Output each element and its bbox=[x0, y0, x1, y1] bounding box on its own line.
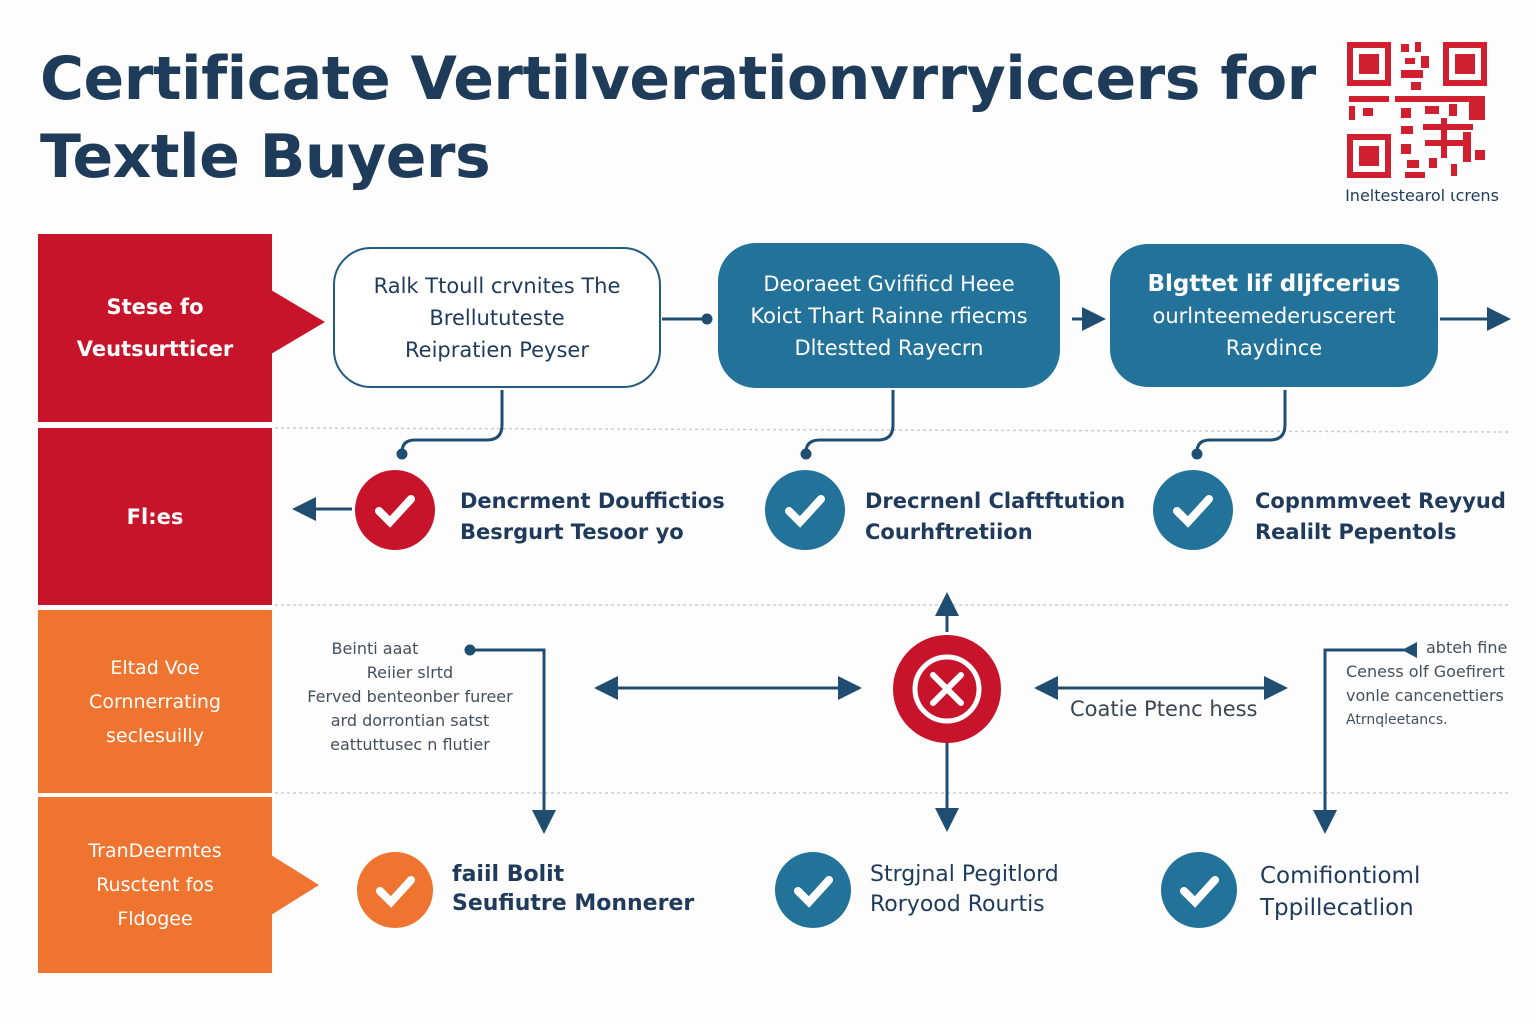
note-line: Beinti aaat bbox=[331, 639, 419, 658]
check-circle-icon bbox=[1161, 852, 1237, 928]
label-line: Courhftretiion bbox=[865, 520, 1033, 544]
label-line: Roryood Rourtis bbox=[870, 892, 1045, 917]
sidebar-stage-1: Stese fo Veutsurtticer bbox=[38, 234, 272, 422]
stage-text: Veutsurtticer bbox=[76, 337, 234, 361]
label-line: Seufiutre Monnerer bbox=[452, 891, 695, 916]
check-circle-icon bbox=[765, 470, 845, 550]
note-line: Ceness olf Goefirert bbox=[1346, 662, 1505, 681]
step-text: Deoraeet Gvifificd Heee bbox=[763, 271, 1015, 296]
label-line: Realilt Pepentols bbox=[1255, 520, 1457, 544]
stage-text: Rusctent fos bbox=[96, 874, 214, 896]
label-line: Besrgurt Tesoor yo bbox=[460, 520, 684, 544]
step-text: Raydince bbox=[1225, 335, 1323, 360]
note-line: Atrnqleetancs. bbox=[1346, 712, 1448, 728]
sidebar-stage-2: Fl:es bbox=[38, 428, 272, 605]
step-text: Blgttet lif dljfcerius bbox=[1147, 270, 1401, 297]
qr-caption: Ineltestearol ιcrens bbox=[1345, 186, 1499, 205]
label-line: Tppillecatlion bbox=[1260, 895, 1414, 921]
note-line: abteh fine bbox=[1426, 638, 1508, 657]
title-line-2: Textle Buyers bbox=[40, 122, 491, 192]
label-line: Dencrment Douffictios bbox=[460, 489, 725, 513]
x-circle-icon bbox=[893, 635, 1001, 743]
stage-text: Cornnerrating bbox=[89, 690, 221, 713]
check-circle-icon bbox=[775, 852, 851, 928]
stage-text: TranDeermtes bbox=[88, 840, 222, 862]
stage-arrow bbox=[271, 855, 319, 915]
step-text: Ralk Ttoull crvnites The bbox=[373, 273, 621, 298]
step-text: Dltestted Rayecrn bbox=[794, 335, 984, 360]
label-line: Strgjnal Pegitlord bbox=[870, 862, 1059, 887]
stage-text: Fl:es bbox=[126, 504, 184, 529]
stage-text: Fldogee bbox=[117, 908, 193, 930]
left-note: Beinti aaat Reiier slrtd Ferved benteonb… bbox=[290, 637, 530, 757]
check-circle-icon bbox=[1153, 470, 1233, 550]
center-label: Coatie Ptenc hess bbox=[1070, 697, 1258, 721]
check-circle-icon bbox=[357, 852, 433, 928]
title-line-1: Certificate Vertilverationvrryiccers for bbox=[40, 44, 1316, 114]
stage-text: seclesuilly bbox=[105, 724, 205, 747]
note-line: Ferved benteonber fureer bbox=[307, 687, 513, 706]
check-circle-icon bbox=[355, 470, 435, 550]
label-line: Comifiontioml bbox=[1260, 863, 1421, 889]
stage-text: Stese fo bbox=[106, 295, 204, 319]
label-line: faiil Bolit bbox=[452, 862, 565, 887]
step-text: Reipratien Peyser bbox=[405, 337, 589, 362]
step-box-3: Blgttet lif dljfcerius ourlnteemederuscer… bbox=[1110, 244, 1438, 387]
right-note: abteh fine Ceness olf Goefirert vonle ca… bbox=[1346, 636, 1507, 732]
note-line: ard dorrontian satst bbox=[330, 711, 490, 730]
step-text: ourlnteemederuscerert bbox=[1152, 303, 1396, 328]
label-line: Drecrnenl Claftftution bbox=[865, 489, 1126, 513]
note-line: eattuttusec n flutier bbox=[330, 735, 490, 754]
label-line: Copnmmveet Reyyud bbox=[1255, 489, 1506, 513]
step-text: Koict Thart Rainne rfiecms bbox=[750, 303, 1028, 328]
note-line: vonle cancenettiers bbox=[1346, 686, 1504, 705]
page-title: Certificate Vertilverationvrryiccers for… bbox=[40, 40, 1316, 196]
qr-code-icon bbox=[1347, 42, 1487, 178]
stage-text: Eltad Voe bbox=[110, 656, 200, 679]
step-text: Brellututeste bbox=[429, 305, 565, 330]
stage-arrow bbox=[271, 290, 325, 354]
note-line: Reiier slrtd bbox=[366, 663, 454, 682]
